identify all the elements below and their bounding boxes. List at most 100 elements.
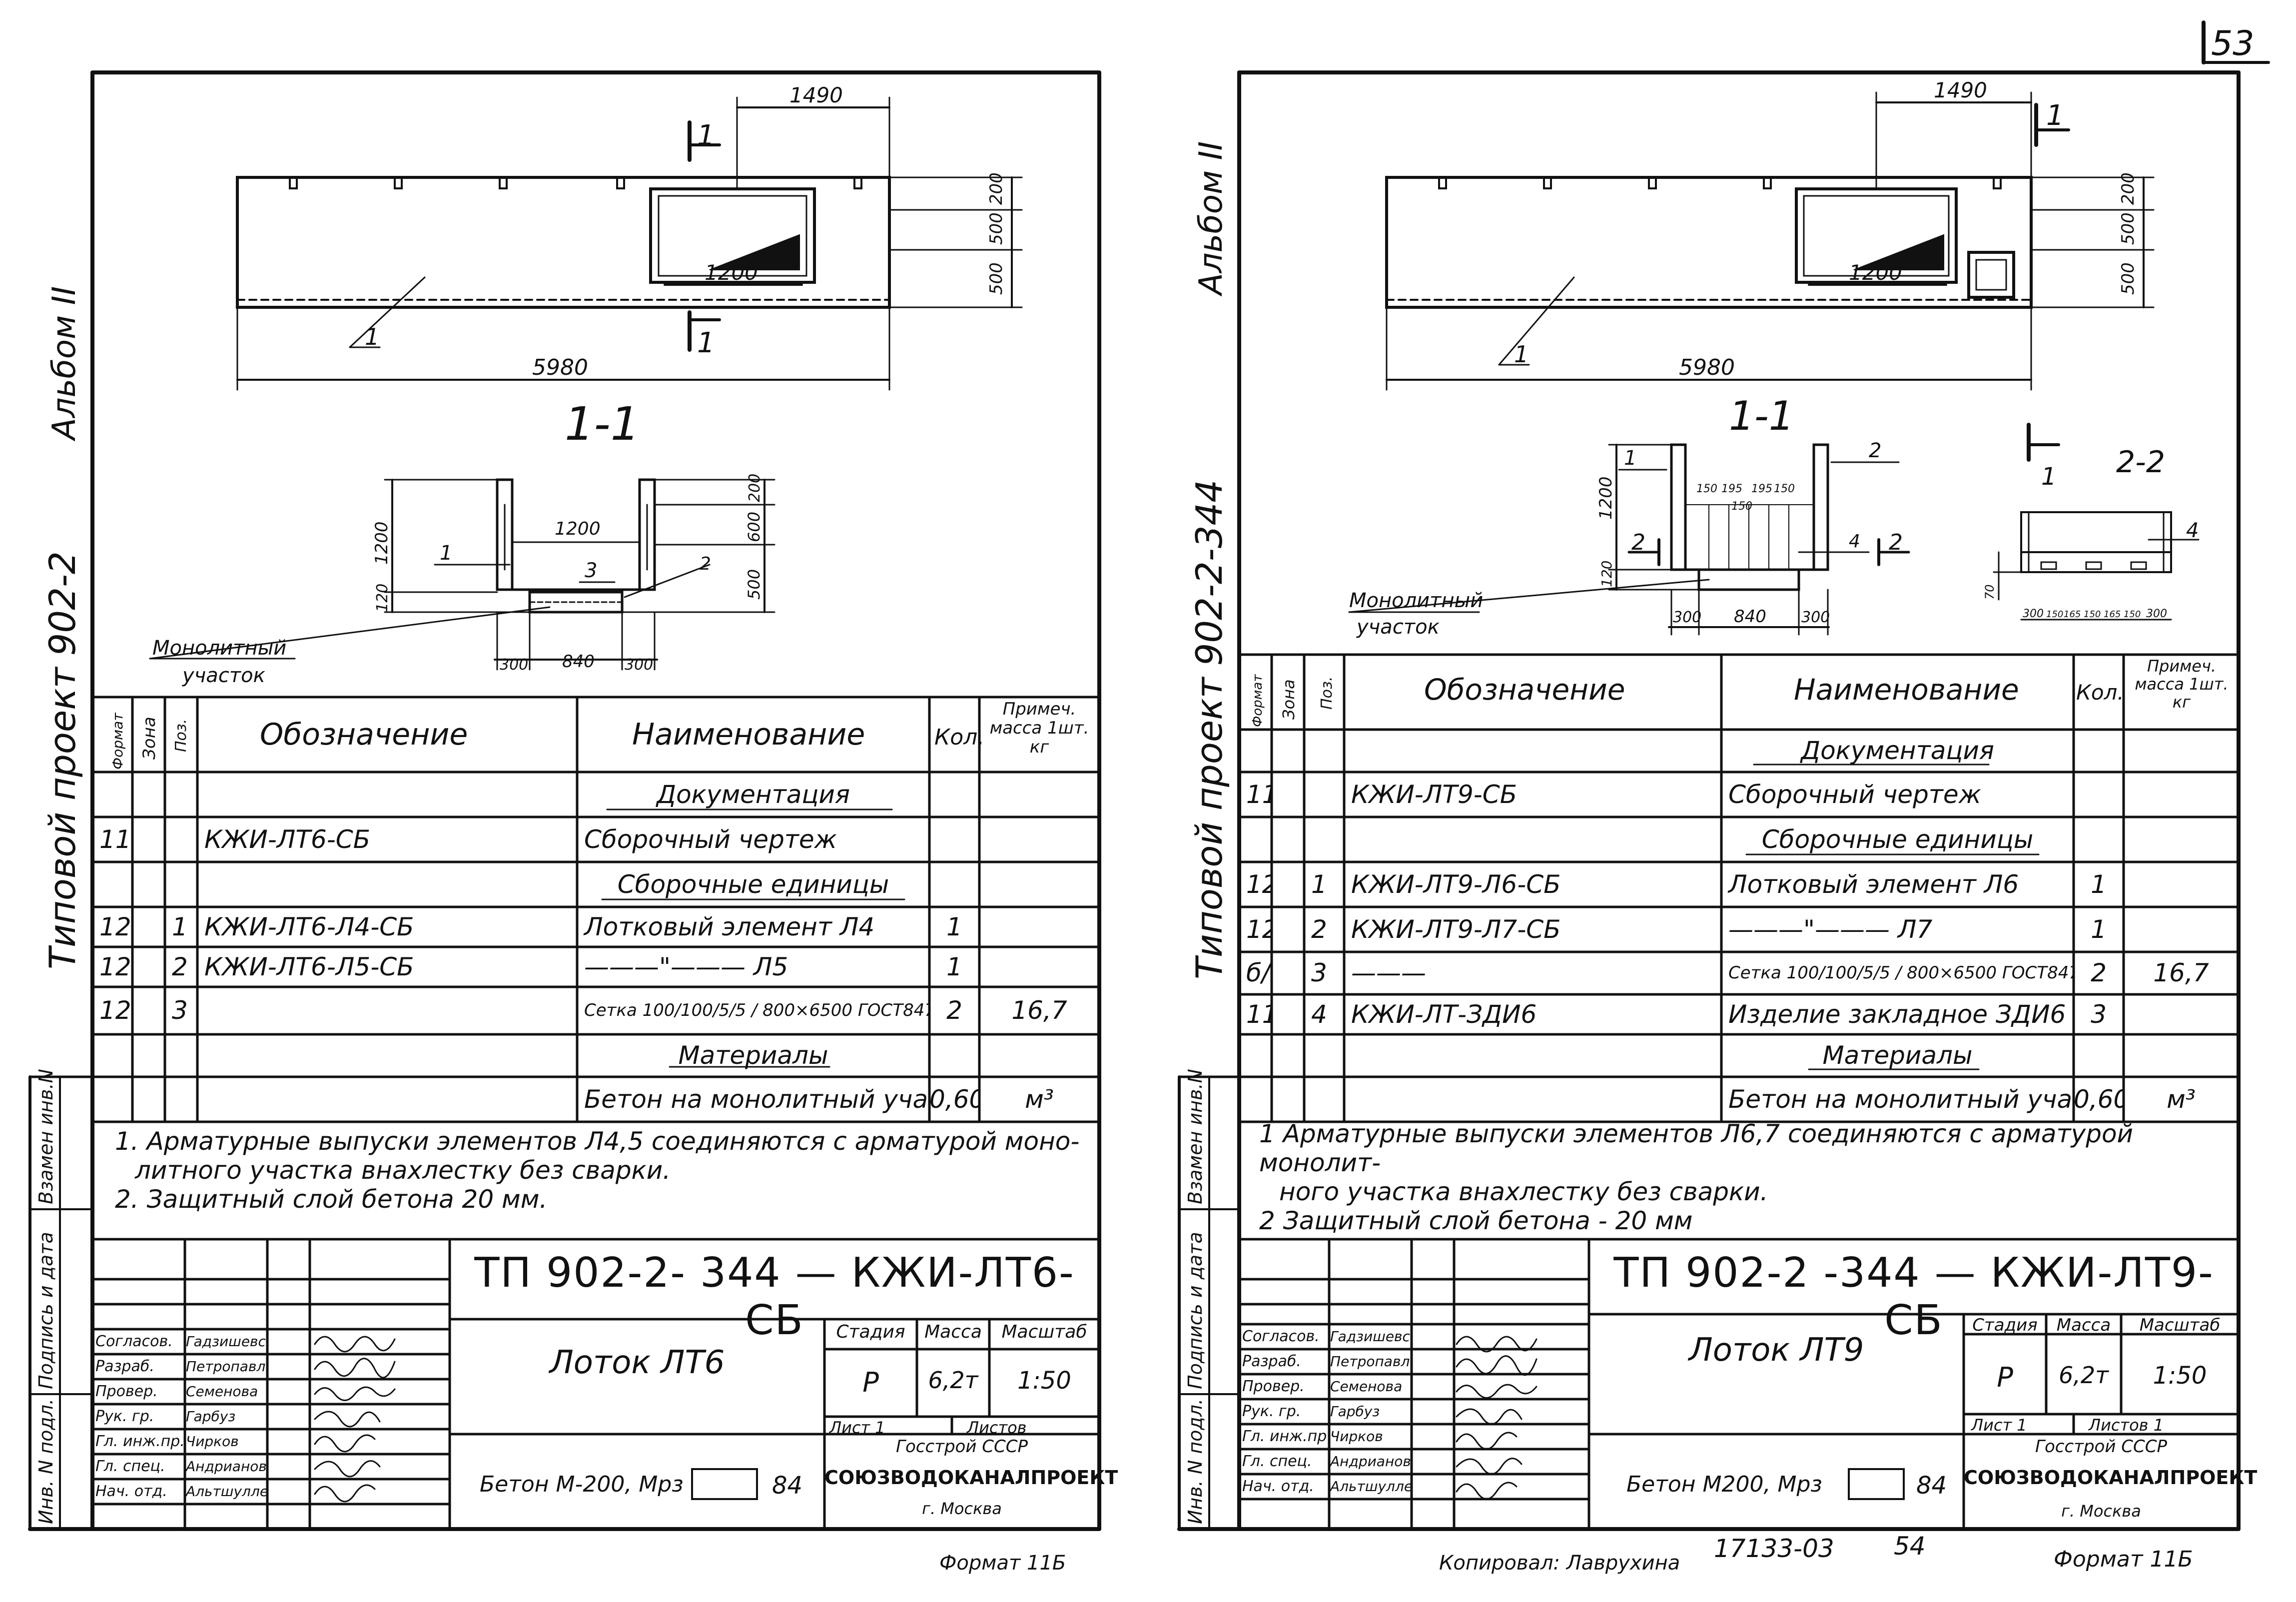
staff-role: Рук. гр.	[1242, 1403, 1301, 1420]
row-position	[1304, 772, 1344, 817]
row-position	[1304, 817, 1344, 862]
dim-1200-plan: 1200	[705, 260, 758, 285]
sec22-w300b: 300	[2146, 608, 2167, 620]
plan-view-2: 1490 1200 5980 200 500 500 1 1	[1385, 78, 2155, 391]
row-quantity: 2	[946, 996, 962, 1025]
dim-500a: 500	[986, 212, 1006, 245]
note-line: литного участка внахлестку без сварки.	[135, 1156, 671, 1185]
staff-name: Гарбуз	[1330, 1403, 1380, 1420]
row-name: Сборочный чертеж	[1728, 780, 1981, 809]
row-format	[92, 1077, 132, 1122]
org-2-left: СОЮЗВОДОКАНАЛПРОЕКТ	[824, 1467, 1118, 1489]
row-format	[92, 862, 132, 907]
row-designation	[197, 772, 577, 817]
row-designation: КЖИ-ЛТ-ЗДИ6	[1351, 1000, 1537, 1029]
row-name: Сборочные единицы	[1761, 825, 2034, 854]
table-row: Сборочные единицы	[1239, 817, 2239, 862]
mass-value-left: 6,2т	[928, 1367, 978, 1394]
row-note	[979, 1034, 1099, 1077]
staff-name: Альтшуллер	[1330, 1478, 1413, 1495]
doc-code-right: ТП 902-2 -344 — КЖИ-ЛТ9- СБ	[1613, 1249, 2214, 1344]
sec22-d150b: 150	[2084, 609, 2101, 620]
note-line: 1. Арматурные выпуски элементов Л4,5 сое…	[115, 1127, 1080, 1156]
sec2-d195b: 195	[1751, 483, 1772, 495]
th-pos-2: Поз.	[1318, 677, 1336, 710]
sheet-number: 54	[1894, 1532, 1926, 1561]
scale-value-left: 1:50	[1017, 1367, 1071, 1395]
drawing-title-right: Лоток ЛТ9	[1688, 1332, 1864, 1369]
row-quantity: 2	[2091, 958, 2107, 987]
dim-5980-2: 5980	[1679, 355, 1735, 380]
row-designation	[1344, 1034, 1721, 1077]
org-3-right: г. Москва	[2061, 1502, 2141, 1521]
row-quantity	[2074, 772, 2124, 817]
staff-role: Согласов.	[1242, 1328, 1320, 1345]
staff-name: Семенова	[1330, 1378, 1403, 1395]
row-name: ———"——— Л7	[1728, 915, 1933, 944]
sec-w300a: 300	[500, 656, 528, 674]
sheet-left: Альбом II Типовой проект 902-2 Взамен ин…	[28, 70, 1101, 1531]
mass-value-right: 6,2т	[2059, 1362, 2109, 1389]
staff-role: Согласов.	[95, 1333, 173, 1350]
org-3-left: г. Москва	[922, 1499, 1002, 1518]
row-position	[165, 1034, 197, 1077]
row-format: 12	[99, 912, 131, 941]
th-name-2: Наименование	[1794, 673, 2019, 707]
row-position: 2	[1311, 915, 1327, 944]
note-line: 1 Арматурные выпуски элементов Л6,7 соед…	[1259, 1119, 2134, 1177]
row-designation: КЖИ-ЛТ6-Л4-СБ	[204, 912, 414, 941]
staff-role: Гл. инж.пр.	[95, 1433, 183, 1450]
row-name: Бетон на монолитный участок	[584, 1085, 929, 1114]
drawing-title-left: Лоток ЛТ6	[549, 1344, 725, 1381]
row-note: 16,7	[2153, 958, 2209, 987]
th-note: Примеч. масса 1шт. кг	[989, 700, 1089, 757]
row-name: Сетка 100/100/5/5 / 800×6500 ГОСТ8478-66	[584, 1000, 929, 1020]
row-format	[92, 772, 132, 817]
side-label-signature-2: Подпись и дата	[1184, 1232, 1206, 1389]
sec2-h120: 120	[1598, 561, 1615, 587]
org-1-left: Госстрой СССР	[896, 1437, 1028, 1457]
row-designation: ———	[1351, 958, 1426, 987]
sec-h200: 200	[746, 474, 764, 502]
material-num-left: 84	[772, 1472, 803, 1500]
side-label-signature: Подпись и дата	[35, 1232, 57, 1389]
staff-name: Альтшуллер	[186, 1483, 268, 1500]
th-format: Формат	[109, 713, 126, 770]
row-designation	[1344, 1077, 1721, 1122]
table-row: Документация	[1239, 730, 2239, 772]
staff-role: Провер.	[1242, 1378, 1305, 1395]
row-name: Лотковый элемент Л4	[584, 912, 875, 941]
staff-name: Андрианов	[186, 1458, 267, 1475]
row-note: м³	[1025, 1085, 1054, 1114]
row-position	[165, 862, 197, 907]
row-designation	[197, 1034, 577, 1077]
sec2-w840: 840	[1734, 607, 1766, 627]
row-name: Изделие закладное ЗДИ6	[1728, 1000, 2066, 1029]
row-quantity: 3	[2091, 1000, 2107, 1029]
row-format: 12	[99, 952, 131, 981]
cut-mark-top-2: 1	[2046, 99, 2064, 132]
row-name: Сборочные единицы	[617, 870, 889, 899]
row-quantity: 1	[946, 952, 962, 981]
th-pos: Поз.	[172, 719, 190, 752]
sec-pos3: 3	[585, 559, 597, 582]
sec22-cut: 1	[2041, 463, 2057, 491]
album-label-2: Альбом II	[1193, 141, 1230, 297]
table-row: Сборочные единицы	[92, 862, 1099, 907]
row-format: 11	[99, 825, 131, 854]
stage-value-left: Р	[862, 1367, 879, 1398]
material-right: Бетон М200, Мрз	[1626, 1472, 1822, 1497]
sec2-h1200: 1200	[1596, 476, 1616, 520]
org-2-right: СОЮЗВОДОКАНАЛПРОЕКТ	[1964, 1467, 2258, 1489]
sec2-d195a: 195	[1721, 483, 1742, 495]
sec-h600: 600	[745, 512, 764, 542]
row-designation: КЖИ-ЛТ6-Л5-СБ	[204, 952, 414, 981]
plan-view: 1490 1200 5980 200 500 500 1 1 1	[236, 83, 1023, 391]
monolith-label-1: Монолитный	[152, 637, 286, 660]
row-note: м³	[2167, 1085, 2196, 1114]
th-qty: Кол.	[934, 725, 984, 750]
